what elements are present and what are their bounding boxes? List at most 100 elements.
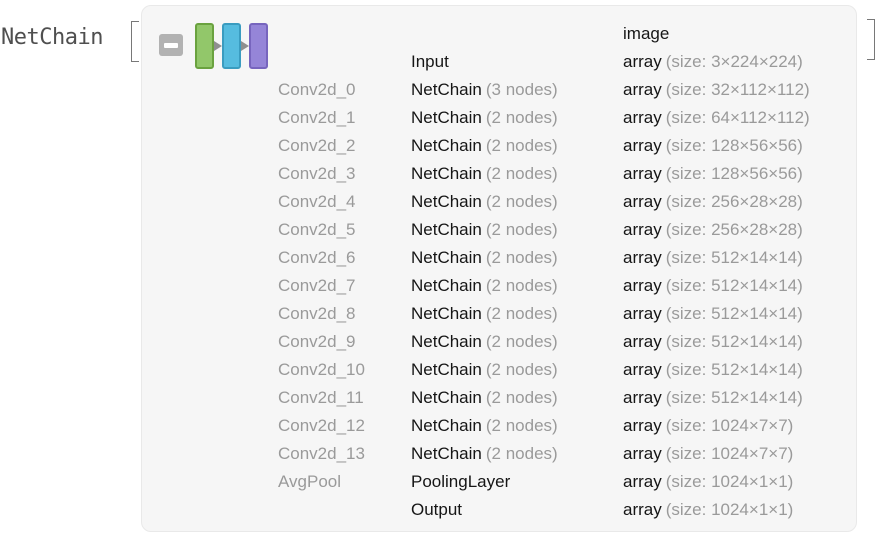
- right-arrow-icon: [241, 41, 249, 51]
- layer-name: Conv2d_7: [278, 276, 356, 295]
- layer-type-detail: (2 nodes): [485, 332, 558, 351]
- layer-output-main: array: [623, 360, 662, 379]
- layer-output-detail: (size: 128×56×56): [665, 136, 803, 155]
- layer-output-size: array(size: 1024×7×7): [623, 412, 856, 440]
- layer-type-main: NetChain: [411, 332, 482, 351]
- layer-type-detail: (2 nodes): [485, 248, 558, 267]
- layer-output-main: array: [623, 332, 662, 351]
- layer-output-detail: (size: 512×14×14): [665, 248, 803, 267]
- layer-output-main: array: [623, 52, 662, 71]
- layer-output-size: array(size: 512×14×14): [623, 356, 856, 384]
- layer-name: Conv2d_2: [278, 136, 356, 155]
- layer-name: AvgPool: [278, 472, 342, 491]
- layer-type-main: NetChain: [411, 220, 482, 239]
- layer-output-main: array: [623, 192, 662, 211]
- table-row[interactable]: Conv2d_2 NetChain(2 nodes)array(size: 128…: [142, 132, 856, 160]
- layer-output-size: array(size: 512×14×14): [623, 300, 856, 328]
- layer-type-detail: (2 nodes): [485, 108, 558, 127]
- layer-name: Conv2d_13: [278, 444, 365, 463]
- layer-output-size: image: [623, 20, 856, 48]
- layer-output-main: array: [623, 136, 662, 155]
- layer-type: NetChain(2 nodes): [411, 104, 623, 132]
- layer-name: Conv2d_8: [278, 304, 356, 323]
- right-arrow-icon: [214, 41, 222, 51]
- layer-output-size: array(size: 1024×1×1): [623, 468, 856, 496]
- layer-output-main: array: [623, 388, 662, 407]
- layer-output-detail: (size: 3×224×224): [665, 52, 803, 71]
- table-row[interactable]: Conv2d_12 NetChain(2 nodes)array(size: 10…: [142, 412, 856, 440]
- layer-name: Conv2d_6: [278, 248, 356, 267]
- layer-type-detail: (2 nodes): [485, 192, 558, 211]
- layer-name: [278, 48, 411, 76]
- layer-type: NetChain(2 nodes): [411, 188, 623, 216]
- layer-output-size: array(size: 256×28×28): [623, 188, 856, 216]
- layer-type: NetChain(2 nodes): [411, 300, 623, 328]
- layer-output-main: array: [623, 80, 662, 99]
- layer-type-main: NetChain: [411, 108, 482, 127]
- layer-name: Conv2d_1: [278, 108, 356, 127]
- layer-output-detail: (size: 256×28×28): [665, 192, 803, 211]
- layer-type-main: NetChain: [411, 276, 482, 295]
- layer-type-detail: (2 nodes): [485, 360, 558, 379]
- layer-type: PoolingLayer: [411, 468, 623, 496]
- layer-output-detail: (size: 512×14×14): [665, 276, 803, 295]
- minus-icon: [164, 43, 178, 48]
- layer-type: NetChain(2 nodes): [411, 328, 623, 356]
- layer-type-main: NetChain: [411, 80, 482, 99]
- layer-output-detail: (size: 1024×7×7): [665, 444, 794, 463]
- table-row[interactable]: Conv2d_6 NetChain(2 nodes) array(size: 512…: [142, 244, 856, 272]
- layer-output-main: array: [623, 276, 662, 295]
- purple-layer-bar-icon: [249, 23, 268, 69]
- collapse-button[interactable]: [159, 34, 183, 56]
- layer-output-main: array: [623, 500, 662, 519]
- layer-type-detail: (2 nodes): [485, 136, 558, 155]
- layer-type-main: NetChain: [411, 192, 482, 211]
- layer-output-size: array(size: 512×14×14): [623, 272, 856, 300]
- layer-output-main: array: [623, 248, 662, 267]
- table-row[interactable]: Input array(size: 3×224×224): [142, 48, 856, 76]
- layer-type: NetChain(3 nodes): [411, 76, 623, 104]
- layer-output-main: array: [623, 444, 662, 463]
- layer-output-main: array: [623, 472, 662, 491]
- layer-name: Conv2d_3: [278, 164, 356, 183]
- layer-output-main: array: [623, 164, 662, 183]
- layer-output-size: array(size: 1024×7×7): [623, 440, 856, 468]
- flow-gap: [241, 23, 249, 69]
- layer-type-main: NetChain: [411, 248, 482, 267]
- layer-output-detail: (size: 512×14×14): [665, 304, 803, 323]
- layer-type-detail: (2 nodes): [485, 416, 558, 435]
- layer-type-main: Input: [411, 52, 449, 71]
- layer-type-main: NetChain: [411, 164, 482, 183]
- table-row[interactable]: Conv2d_8 NetChain(2 nodes)array(size: 512…: [142, 300, 856, 328]
- layer-type-detail: (2 nodes): [485, 220, 558, 239]
- open-bracket: [131, 21, 139, 62]
- layer-type: [411, 20, 623, 48]
- layer-output-size: array(size: 1024×1×1): [623, 496, 856, 524]
- layer-output-detail: (size: 512×14×14): [665, 388, 803, 407]
- net-thumbnail: [195, 23, 268, 69]
- layer-output-size: array(size: 3×224×224): [623, 48, 856, 76]
- layer-type: NetChain(2 nodes): [411, 132, 623, 160]
- layer-output-main: array: [623, 416, 662, 435]
- layer-type-main: NetChain: [411, 304, 482, 323]
- layer-output-size: array(size: 512×14×14): [623, 328, 856, 356]
- layer-name: Conv2d_12: [278, 416, 365, 435]
- layer-output-size: array(size: 128×56×56): [623, 160, 856, 188]
- table-row[interactable]: Output array(size: 1024×1×1): [142, 496, 856, 524]
- layer-type-main: Output: [411, 500, 463, 519]
- layer-type: NetChain(2 nodes): [411, 412, 623, 440]
- layer-output-detail: (size: 32×112×112): [665, 80, 810, 99]
- table-row[interactable]: image: [142, 20, 856, 48]
